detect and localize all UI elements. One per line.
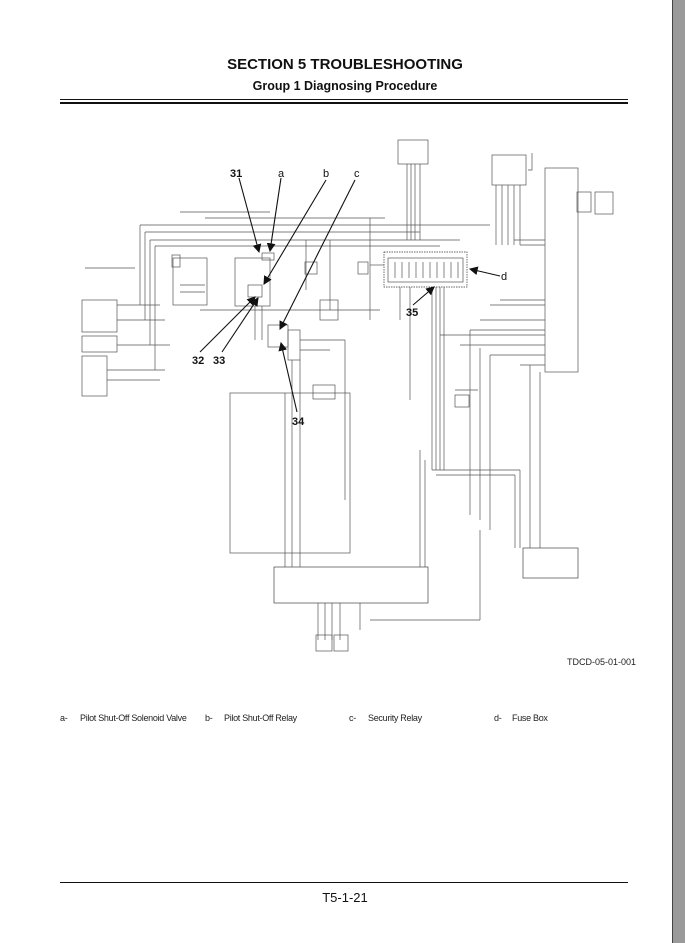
callout-a: a — [278, 168, 285, 180]
legend-key-a: a- — [60, 713, 68, 723]
footer-rule — [60, 882, 628, 883]
callout-labels: 31 a b c d 32 33 34 35 — [192, 168, 507, 428]
figure-code: TDCD-05-01-001 — [567, 657, 637, 667]
wires — [81, 139, 614, 652]
section-title: SECTION 5 TROUBLESHOOTING — [227, 56, 463, 73]
legend-key-b: b- — [205, 713, 213, 723]
callout-33: 33 — [213, 355, 225, 367]
callout-arrows — [199, 177, 501, 413]
legend-label-b: Pilot Shut-Off Relay — [224, 713, 297, 723]
page-number: T5-1-21 — [322, 890, 368, 905]
legend-key-c: c- — [349, 713, 356, 723]
legend-key-d: d- — [494, 713, 502, 723]
header-rule-thick — [60, 102, 628, 104]
legend-label-d: Fuse Box — [512, 713, 548, 723]
callout-b: b — [323, 168, 329, 180]
legend-label-c: Security Relay — [368, 713, 422, 723]
callout-31: 31 — [230, 168, 242, 180]
group-subtitle: Group 1 Diagnosing Procedure — [252, 79, 438, 93]
callout-32: 32 — [192, 355, 204, 367]
callout-c: c — [354, 168, 360, 180]
callout-d: d — [501, 271, 507, 283]
callout-34: 34 — [292, 416, 305, 428]
header-rule — [60, 99, 628, 100]
callout-35: 35 — [406, 307, 418, 319]
legend-label-a: Pilot Shut-Off Solenoid Valve — [80, 713, 187, 723]
